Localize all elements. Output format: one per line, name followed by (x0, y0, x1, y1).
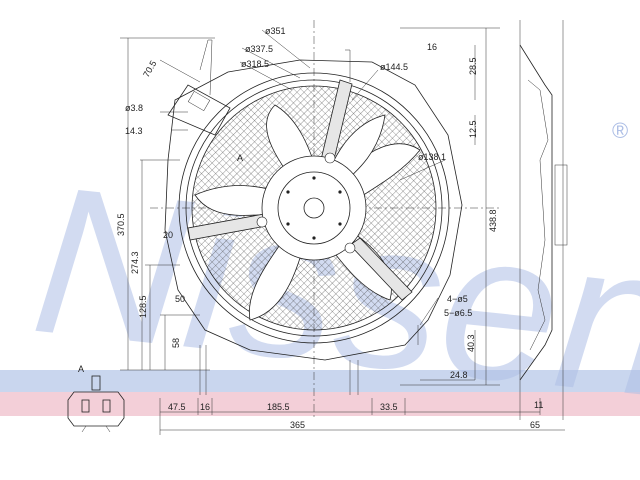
fan-shroud (164, 59, 463, 361)
connector-pin (81, 399, 90, 413)
dim-65: 65 (530, 420, 540, 430)
dim-holes-2: 5−ø6.5 (444, 308, 472, 318)
dim-50: 50 (175, 294, 185, 304)
shroud-mount-left (199, 39, 213, 96)
blue-band (0, 370, 640, 392)
side-profile-outer (519, 44, 553, 381)
dim-d337-5: ø337.5 (245, 44, 273, 54)
dim-47-5: 47.5 (168, 402, 186, 412)
support-struts (187, 79, 413, 301)
registered-mark: ® (612, 118, 628, 143)
motor-shaft (303, 197, 325, 219)
dim-33-5: 33.5 (380, 402, 398, 412)
dim-365: 365 (290, 420, 305, 430)
hub-bolt (344, 242, 356, 254)
dim-28-5: 28.5 (468, 57, 478, 75)
dim-370-5: 370.5 (116, 213, 126, 236)
connector-latch (91, 375, 101, 391)
dim-d318-5: ø318.5 (241, 59, 269, 69)
dimension-labels: ø351 ø337.5 ø318.5 ø144.5 ø138.1 ø3.8 70… (116, 26, 543, 430)
dim-24-8: 24.8 (450, 370, 468, 380)
hub-bolts (256, 152, 356, 254)
side-motor (554, 164, 568, 246)
dim-holes-1: 4−ø5 (447, 294, 468, 304)
dim-185-5: 185.5 (267, 402, 290, 412)
dim-438-8: 438.8 (488, 209, 498, 232)
dim-58: 58 (171, 338, 181, 348)
outer-ring (178, 72, 450, 344)
dim-40-3: 40.3 (466, 334, 476, 352)
dim-d351: ø351 (265, 26, 286, 36)
dim-d144-5: ø144.5 (380, 62, 408, 72)
connector-body (187, 90, 211, 112)
dim-11: 11 (534, 400, 543, 410)
dim-128-5: 128.5 (138, 295, 148, 318)
dim-12-5: 12.5 (468, 120, 478, 138)
connector-housing (67, 391, 125, 427)
dim-20: 20 (163, 230, 173, 240)
motor-housing (261, 155, 367, 261)
dim-d3-8: ø3.8 (125, 103, 143, 113)
hub-bolt (256, 216, 268, 228)
hub-bolt (324, 152, 336, 164)
dim-70-5-line (159, 59, 201, 83)
connector-bracket (167, 84, 231, 136)
dimension-lines (120, 27, 565, 435)
dim-14-3: 14.3 (125, 126, 143, 136)
flange-holes (286, 176, 342, 240)
dim-274-3: 274.3 (130, 251, 140, 274)
callout-a: A (237, 153, 243, 163)
dim-d138-1: ø138.1 (418, 152, 446, 162)
middle-ring (185, 79, 443, 337)
motor-flange (277, 171, 351, 245)
dim-16-bottom: 16 (200, 402, 210, 412)
dim-16-top: 16 (427, 42, 437, 52)
view-a-label: A (78, 364, 84, 374)
connector-detail: A (67, 364, 125, 433)
side-view (519, 20, 568, 420)
strut-right (349, 237, 413, 301)
side-profile-inner (527, 79, 549, 351)
dim-70-5: 70.5 (141, 59, 158, 79)
shroud-mount-top (345, 49, 351, 82)
connector-pin (102, 399, 111, 413)
